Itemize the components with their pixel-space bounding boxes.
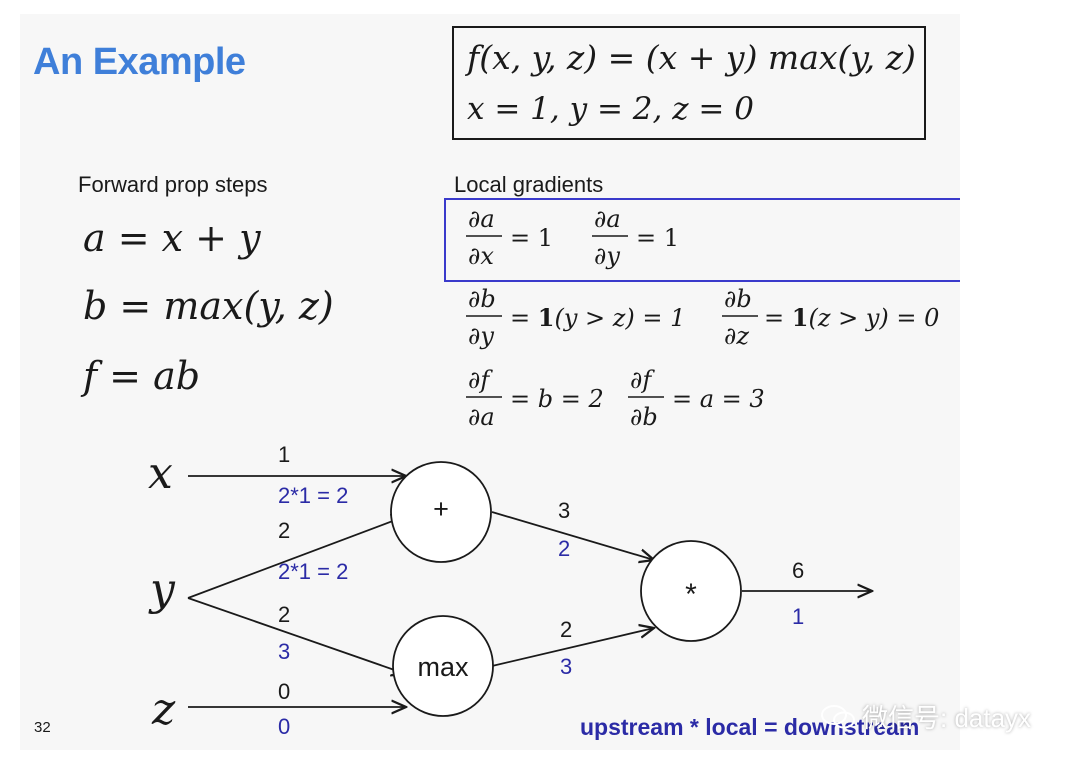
edge-y-to-plus: [187, 516, 406, 599]
node-mul-label: *: [685, 578, 697, 611]
gradient-fractions: ∂a ∂x = 1 ∂a ∂y = 1 ∂b ∂y = 1(y > z) = 1…: [466, 205, 939, 431]
frac-da-dx-num: ∂a: [468, 205, 495, 233]
input-y-label: y: [148, 564, 176, 615]
bwd-y-max: 3: [278, 639, 290, 664]
function-formula: f(x, y, z) = (x + y) max(y, z): [467, 38, 916, 77]
node-max: [392, 615, 494, 717]
function-definition-box: [452, 26, 926, 140]
fwd-y-plus: 2: [278, 518, 290, 543]
bwd-max-mul: 3: [560, 654, 572, 679]
frac-db-dy-num: ∂b: [468, 285, 496, 313]
frac-df-da-den: ∂a: [468, 403, 495, 431]
fwd-y-max: 2: [278, 602, 290, 627]
fwd-max-mul: 2: [560, 617, 572, 642]
node-mul: [640, 540, 742, 642]
bwd-plus-mul: 2: [558, 536, 570, 561]
node-plus: [390, 461, 492, 563]
highlighted-gradient-box: [444, 198, 960, 282]
bwd-x-plus: 2*1 = 2: [278, 483, 348, 508]
input-values: x = 1, y = 2, z = 0: [467, 91, 754, 127]
grad-db-dy-expr: = 1(y > z) = 1: [510, 303, 685, 332]
frac-db-dz-den: ∂z: [724, 322, 749, 350]
fwd-plus-mul: 3: [558, 498, 570, 523]
wechat-watermark: 微信号: datayx: [820, 698, 1031, 735]
wechat-icon: [821, 704, 855, 728]
edge-plus-to-mul: [491, 511, 654, 560]
frac-db-dz-num: ∂b: [724, 285, 752, 313]
node-max-label: max: [417, 652, 469, 682]
frac-df-db-num: ∂f: [630, 366, 655, 394]
forward-eq-a: a = x + y: [83, 216, 261, 260]
input-z-label: z: [151, 684, 176, 735]
grad-db-dy-rest: (y > z) = 1: [554, 304, 685, 332]
frac-da-dy-num: ∂a: [594, 205, 621, 233]
grad-df-db-value: = a = 3: [672, 385, 765, 413]
forward-eq-f: f = ab: [83, 354, 201, 398]
edge-max-to-mul: [491, 628, 654, 667]
fwd-z-max: 0: [278, 679, 290, 704]
frac-df-da-num: ∂f: [468, 366, 493, 394]
slide: An Example f(x, y, z) = (x + y) max(y, z…: [20, 14, 960, 750]
grad-da-dy-value: = 1: [636, 224, 679, 252]
fwd-out: 6: [792, 558, 804, 583]
grad-db-dz-rest: (z > y) = 0: [808, 304, 939, 332]
grad-db-dy-indicator: 1: [538, 303, 555, 332]
computational-graph: x y z + max * 1 2 2: [148, 442, 960, 739]
frac-db-dy-den: ∂y: [468, 322, 494, 350]
chain-rule-footer: upstream * local = downstream: [580, 714, 920, 740]
grad-db-dz-eq: =: [764, 304, 792, 332]
frac-da-dx-den: ∂x: [468, 242, 494, 270]
grad-db-dz-indicator: 1: [792, 303, 809, 332]
slide-number: 32: [34, 719, 51, 736]
edge-y-to-max: [187, 597, 406, 674]
input-x-label: x: [148, 448, 173, 499]
frac-da-dy-den: ∂y: [594, 242, 620, 270]
bwd-out: 1: [792, 604, 804, 629]
frac-df-db-den: ∂b: [630, 403, 658, 431]
forward-eq-b: b = max(y, z): [83, 284, 334, 328]
bwd-z-max: 0: [278, 714, 290, 739]
local-gradients-label: Local gradients: [454, 172, 604, 197]
bwd-y-plus: 2*1 = 2: [278, 559, 348, 584]
grad-db-dy-eq: =: [510, 304, 538, 332]
fwd-x-plus: 1: [278, 442, 290, 467]
grad-df-da-value: = b = 2: [510, 385, 604, 413]
forward-prop-label: Forward prop steps: [78, 172, 268, 197]
slide-title: An Example: [33, 41, 246, 83]
grad-db-dz-expr: = 1(z > y) = 0: [764, 303, 939, 332]
grad-da-dx-value: = 1: [510, 224, 553, 252]
node-plus-label: +: [433, 494, 449, 524]
watermark-text: 微信号: datayx: [862, 703, 1032, 733]
